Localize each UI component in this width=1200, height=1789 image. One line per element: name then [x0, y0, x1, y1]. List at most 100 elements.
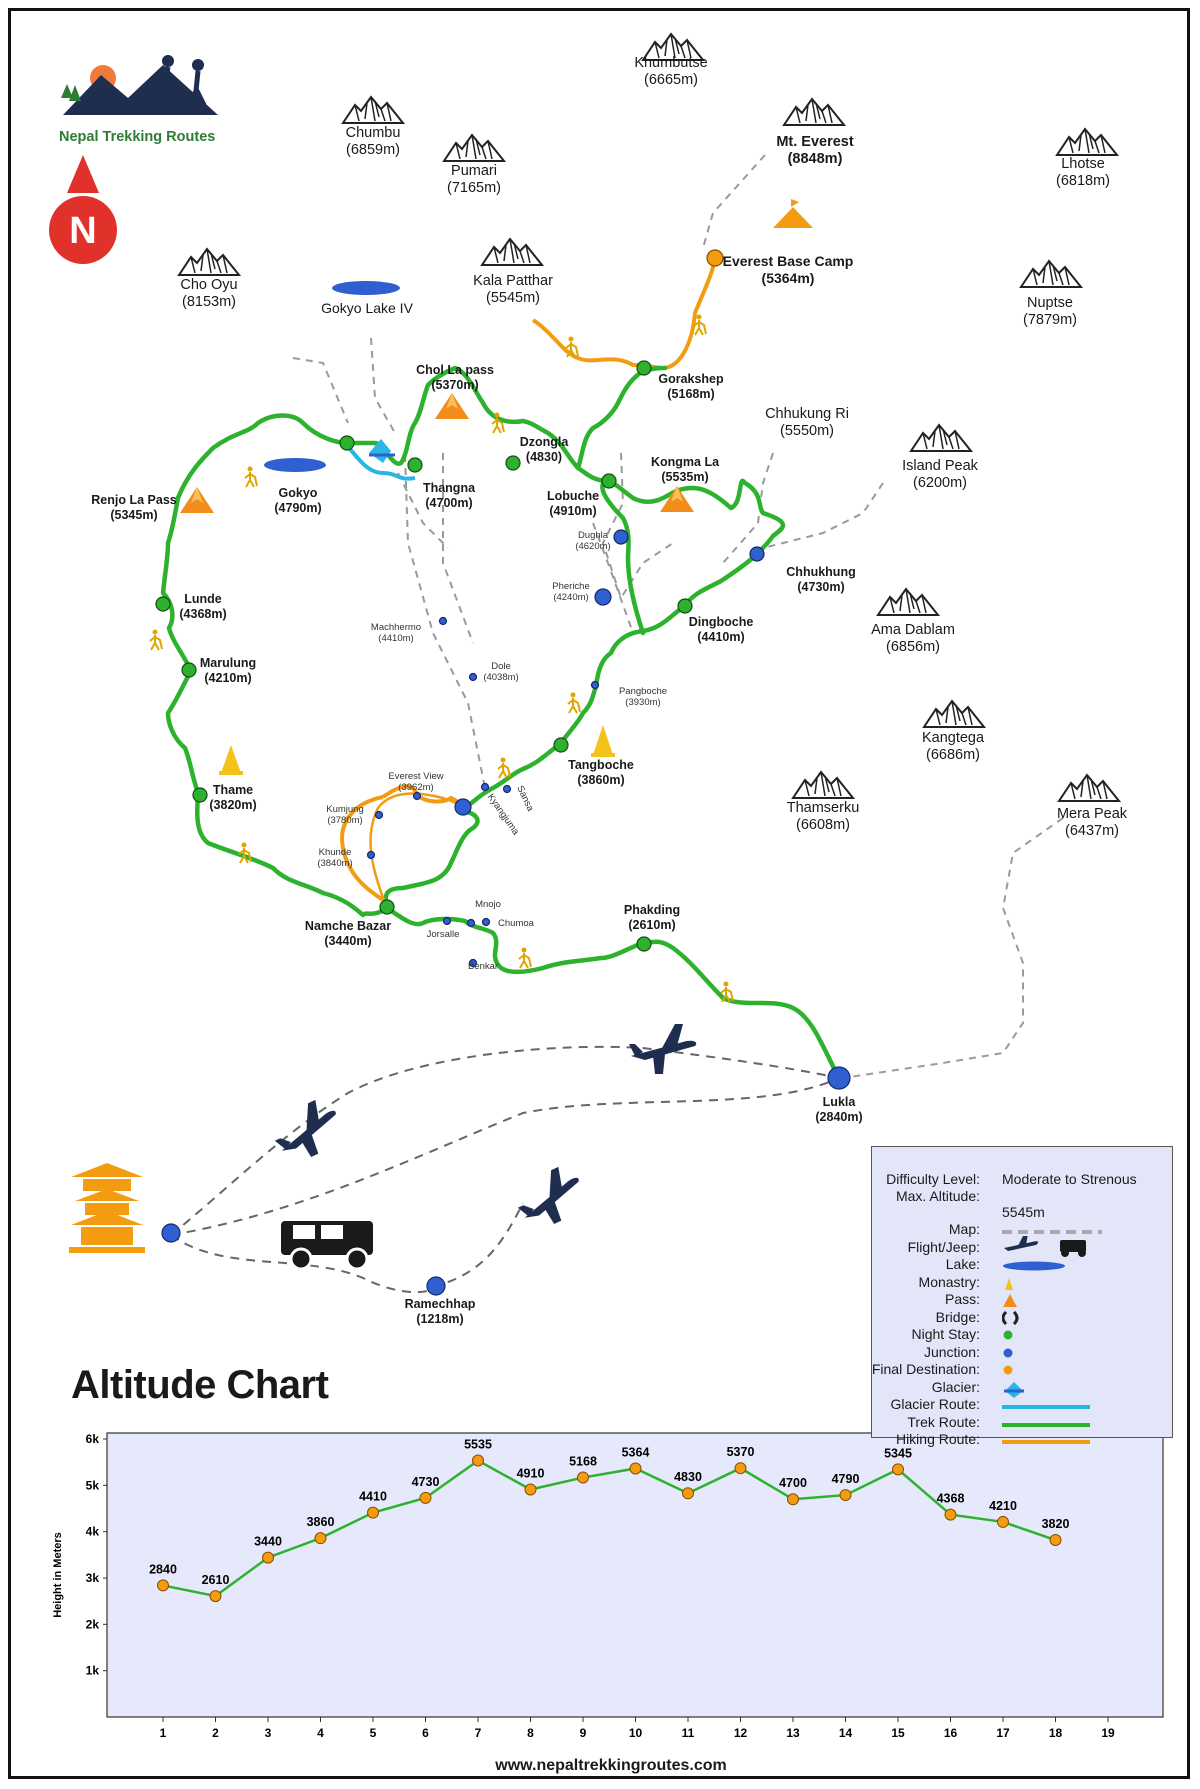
legend-junction-key: Junction:	[923, 1343, 980, 1360]
altitude-point	[629, 1462, 642, 1475]
place-cholapass: Chol La pass(5370m)	[416, 363, 494, 393]
place-gokyo: Gokyo(4790m)	[274, 486, 321, 516]
altitude-data-label: 2840	[149, 1562, 177, 1576]
legend-altitude-key: Max. Altitude:	[895, 1188, 980, 1204]
place-lunde: Lunde(4368m)	[179, 592, 226, 622]
minor-chumoa-name: Chumoa	[498, 918, 534, 929]
minor-dole-name: Dole	[491, 661, 511, 672]
place-chhukhung: Chhukhung(4730m)	[786, 565, 855, 595]
peak-khumbutse: Khumbutse(6665m)	[634, 55, 707, 89]
peak-chhukungri-altitude: (5550m)	[779, 423, 834, 439]
peak-chumbu-altitude: (6859m)	[346, 142, 400, 158]
peak-kangtega-altitude: (6686m)	[926, 747, 980, 763]
place-kongmala-name: Kongma La	[650, 455, 720, 469]
legend-final-destination-key: Final Destination:	[871, 1361, 980, 1377]
peak-islandpeak: Island Peak(6200m)	[902, 458, 978, 492]
altitude-point	[472, 1454, 484, 1467]
place-namche: Namche Bazar(3440m)	[305, 919, 391, 949]
place-namche-altitude: (3440m)	[324, 934, 372, 948]
minor-khunde-altitude: (3840m)	[317, 858, 353, 869]
junction-markers	[161, 529, 851, 1296]
altitude-data-label: 5535	[464, 1438, 492, 1452]
legend-flight-jeep-key: Flight/Jeep:	[907, 1238, 980, 1255]
y-tick-label: 3k	[86, 1571, 100, 1585]
place-chhukhung-altitude: (4730m)	[797, 580, 845, 594]
peak-lhotse-altitude: (6818m)	[1056, 173, 1110, 189]
trek-route	[160, 365, 842, 1081]
north-arrow	[49, 155, 117, 264]
x-tick-label: 12	[734, 1726, 748, 1740]
peak-pumari-altitude: (7165m)	[447, 180, 501, 196]
x-tick-label: 10	[629, 1726, 643, 1740]
place-gorakshep-altitude: (5168m)	[667, 387, 715, 401]
legend-difficulty: Difficulty Level:Moderate to Strenous	[872, 1171, 1172, 1188]
x-tick-label: 15	[891, 1726, 905, 1740]
legend-pass-swatch	[1002, 1293, 1018, 1312]
legend-glacier-route-swatch	[1002, 1398, 1092, 1414]
peak-choyu-altitude: (8153m)	[181, 294, 236, 310]
legend-hiking-route: Hiking Route:	[872, 1431, 1172, 1448]
lake-gokyo-iv	[332, 281, 400, 295]
legend-map: Map:	[872, 1221, 1172, 1238]
minor-pangboche-altitude: (3930m)	[625, 697, 661, 708]
place-thame-altitude: (3820m)	[209, 798, 257, 812]
place-marulung: Marulung(4210m)	[200, 656, 256, 686]
x-tick-label: 5	[370, 1726, 377, 1740]
x-tick-label: 2	[212, 1726, 219, 1740]
y-tick-label: 5k	[86, 1478, 100, 1492]
peak-chumbu: Chumbu(6859m)	[346, 125, 401, 159]
legend-lake-swatch	[1002, 1258, 1072, 1274]
altitude-data-label: 4700	[779, 1476, 807, 1490]
place-ramechhap-name: Ramechhap	[404, 1297, 476, 1311]
minor-machhermo-altitude: (4410m)	[378, 633, 414, 644]
minor-pangboche: Pangboche(3930m)	[619, 686, 667, 708]
place-thame-name: Thame	[212, 783, 254, 797]
night-stay-markers	[155, 360, 693, 952]
minor-machhermo-name: Machhermo	[370, 622, 422, 633]
altitude-data-label: 4910	[517, 1467, 545, 1481]
altitude-point	[577, 1471, 589, 1484]
peak-kalapatthar: Kala Patthar(5545m)	[473, 273, 553, 307]
altitude-data-label: 3440	[254, 1535, 282, 1549]
place-lunde-altitude: (4368m)	[179, 607, 227, 621]
minor-jorsalle: Jorsalle	[427, 929, 460, 940]
legend-glacier: Glacier:	[872, 1379, 1172, 1398]
place-marulung-altitude: (4210m)	[204, 671, 252, 685]
peak-kangtega: Kangtega(6686m)	[922, 730, 984, 764]
peak-thamserku-altitude: (6608m)	[796, 817, 850, 833]
peak-lhotse: Lhotse(6818m)	[1056, 156, 1110, 190]
hiking-loop	[369, 792, 465, 909]
altitude-chart-title: Altitude Chart	[71, 1363, 329, 1407]
jeep-icon	[281, 1221, 373, 1271]
y-tick-label: 4k	[86, 1525, 100, 1539]
altitude-point	[944, 1508, 957, 1521]
peak-khumbutse-name: Khumbutse	[634, 55, 708, 71]
place-gokyolake: Gokyo Lake IV	[321, 300, 413, 317]
peak-kalapatthar-altitude: (5545m)	[486, 290, 540, 306]
monastery-icon	[219, 745, 243, 775]
peak-everest-altitude: (8848m)	[787, 151, 843, 167]
place-thame: Thame(3820m)	[209, 783, 256, 813]
place-ramechhap: Ramechhap(1218m)	[405, 1297, 476, 1327]
altitude-data-label: 4730	[412, 1475, 440, 1489]
legend-final-destination: Final Destination:	[872, 1361, 1172, 1378]
x-tick-label: 17	[996, 1726, 1010, 1740]
minor-jorsalle-name: Jorsalle	[426, 929, 460, 940]
altitude-point	[419, 1491, 432, 1504]
y-tick-label: 6k	[86, 1432, 100, 1446]
peak-choyu: Cho Oyu(8153m)	[180, 277, 237, 311]
altitude-point	[682, 1487, 694, 1500]
legend-monastery: Monastry:	[872, 1274, 1172, 1291]
peak-amadablam: Ama Dablam(6856m)	[871, 622, 955, 656]
place-ebc-name: Everest Base Camp	[722, 253, 854, 269]
legend-bridge: Bridge:	[872, 1309, 1172, 1326]
place-renjola-altitude: (5345m)	[110, 508, 158, 522]
minor-pangboche-name: Pangboche	[618, 686, 668, 697]
altitude-data-label: 4790	[832, 1472, 860, 1486]
altitude-data-label: 3860	[307, 1515, 335, 1529]
altitude-data-label: 4830	[674, 1470, 702, 1484]
brand-name: Nepal Trekking Routes	[59, 129, 216, 145]
legend-glacier-route: Glacier Route:	[872, 1396, 1172, 1413]
place-dingboche-name: Dingboche	[688, 615, 754, 629]
